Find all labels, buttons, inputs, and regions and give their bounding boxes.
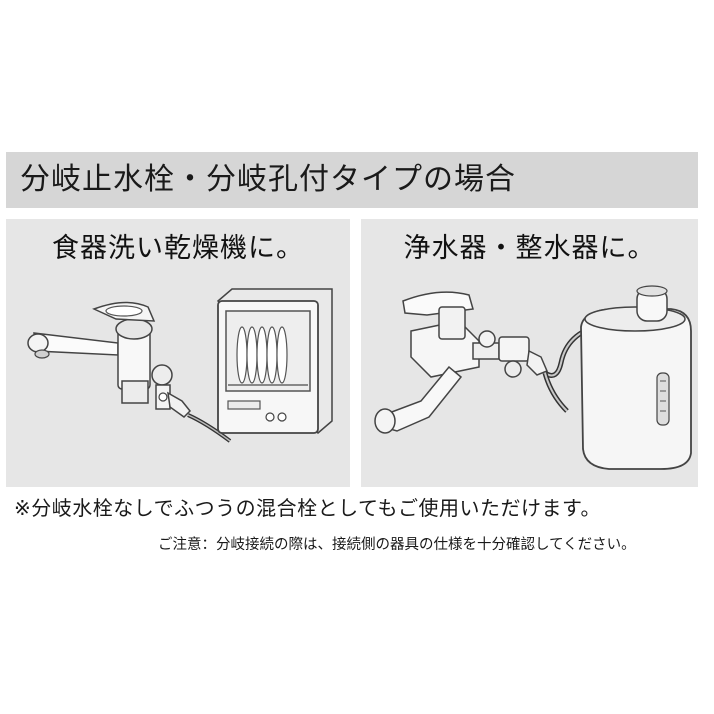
panel-water-purifier: 浄水器・整水器に。	[361, 219, 698, 487]
panel-title-dishwasher: 食器洗い乾燥機に。	[52, 233, 304, 264]
usage-note: ※分岐水栓なしでふつうの混合栓としてもご使用いただけます。	[14, 496, 602, 520]
dishwasher-faucet-illustration	[27, 288, 333, 443]
caution-note: ご注意：分岐接続の際は、接続側の器具の仕様を十分確認してください。	[158, 537, 636, 553]
section-title: 分岐止水栓・分岐孔付タイプの場合	[20, 162, 516, 197]
section-header: 分岐止水栓・分岐孔付タイプの場合	[6, 152, 698, 208]
panel-title-water-purifier: 浄水器・整水器に。	[403, 233, 656, 264]
water-purifier-faucet-illustration	[374, 285, 692, 470]
panel-dishwasher: 食器洗い乾燥機に。	[6, 219, 350, 487]
